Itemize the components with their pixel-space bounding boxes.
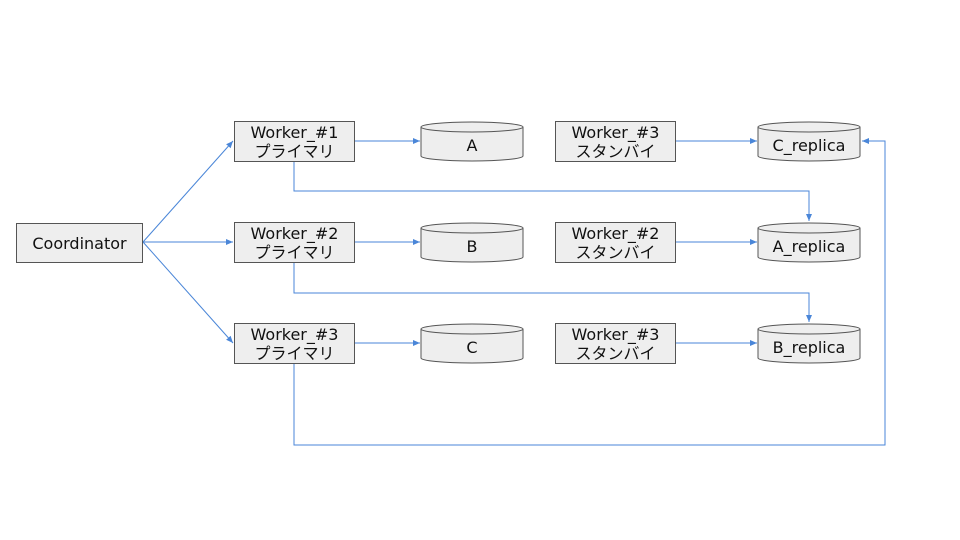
worker-name: Worker_#3 xyxy=(571,324,660,344)
database-b-replica xyxy=(757,323,861,364)
worker-role: プライマリ xyxy=(254,343,335,363)
database-a-label: A xyxy=(466,135,478,155)
worker3-standby-node-2: Worker_#3 スタンバイ xyxy=(555,323,676,364)
worker2-primary-node: Worker_#2 プライマリ xyxy=(234,222,355,263)
worker-role: スタンバイ xyxy=(575,242,656,262)
database-c xyxy=(420,323,524,364)
arrow-worker2-to-b-replica xyxy=(293,263,812,322)
worker-role: プライマリ xyxy=(254,141,335,161)
arrow-worker1-to-a-replica xyxy=(293,162,812,221)
arrow-worker3-to-c-replica xyxy=(293,138,886,446)
worker-name: Worker_#3 xyxy=(571,122,660,142)
worker3-primary-node: Worker_#3 プライマリ xyxy=(234,323,355,364)
database-a-replica-label: A_replica xyxy=(772,236,846,256)
arrow-coordinator-to-worker3 xyxy=(142,241,234,344)
coordinator-label: Coordinator xyxy=(32,233,127,253)
database-c-replica-label: C_replica xyxy=(772,135,846,155)
worker3-standby-node: Worker_#3 スタンバイ xyxy=(555,121,676,162)
worker1-primary-node: Worker_#1 プライマリ xyxy=(234,121,355,162)
coordinator-node: Coordinator xyxy=(16,223,143,263)
database-b-replica-label: B_replica xyxy=(772,337,846,357)
worker-name: Worker_#2 xyxy=(250,223,339,243)
connectors xyxy=(142,138,886,446)
database-c-replica xyxy=(757,121,861,162)
worker-name: Worker_#1 xyxy=(250,122,339,142)
database-a-replica xyxy=(757,222,861,263)
worker2-standby-node: Worker_#2 スタンバイ xyxy=(555,222,676,263)
database-b xyxy=(420,222,524,263)
worker-name: Worker_#2 xyxy=(571,223,660,243)
database-a xyxy=(420,121,524,162)
worker-role: プライマリ xyxy=(254,242,335,262)
arrow-coordinator-to-worker1 xyxy=(142,140,234,243)
worker-name: Worker_#3 xyxy=(250,324,339,344)
database-b-label: B xyxy=(466,236,478,256)
worker-role: スタンバイ xyxy=(575,343,656,363)
worker-role: スタンバイ xyxy=(575,141,656,161)
database-c-label: C xyxy=(466,337,478,357)
